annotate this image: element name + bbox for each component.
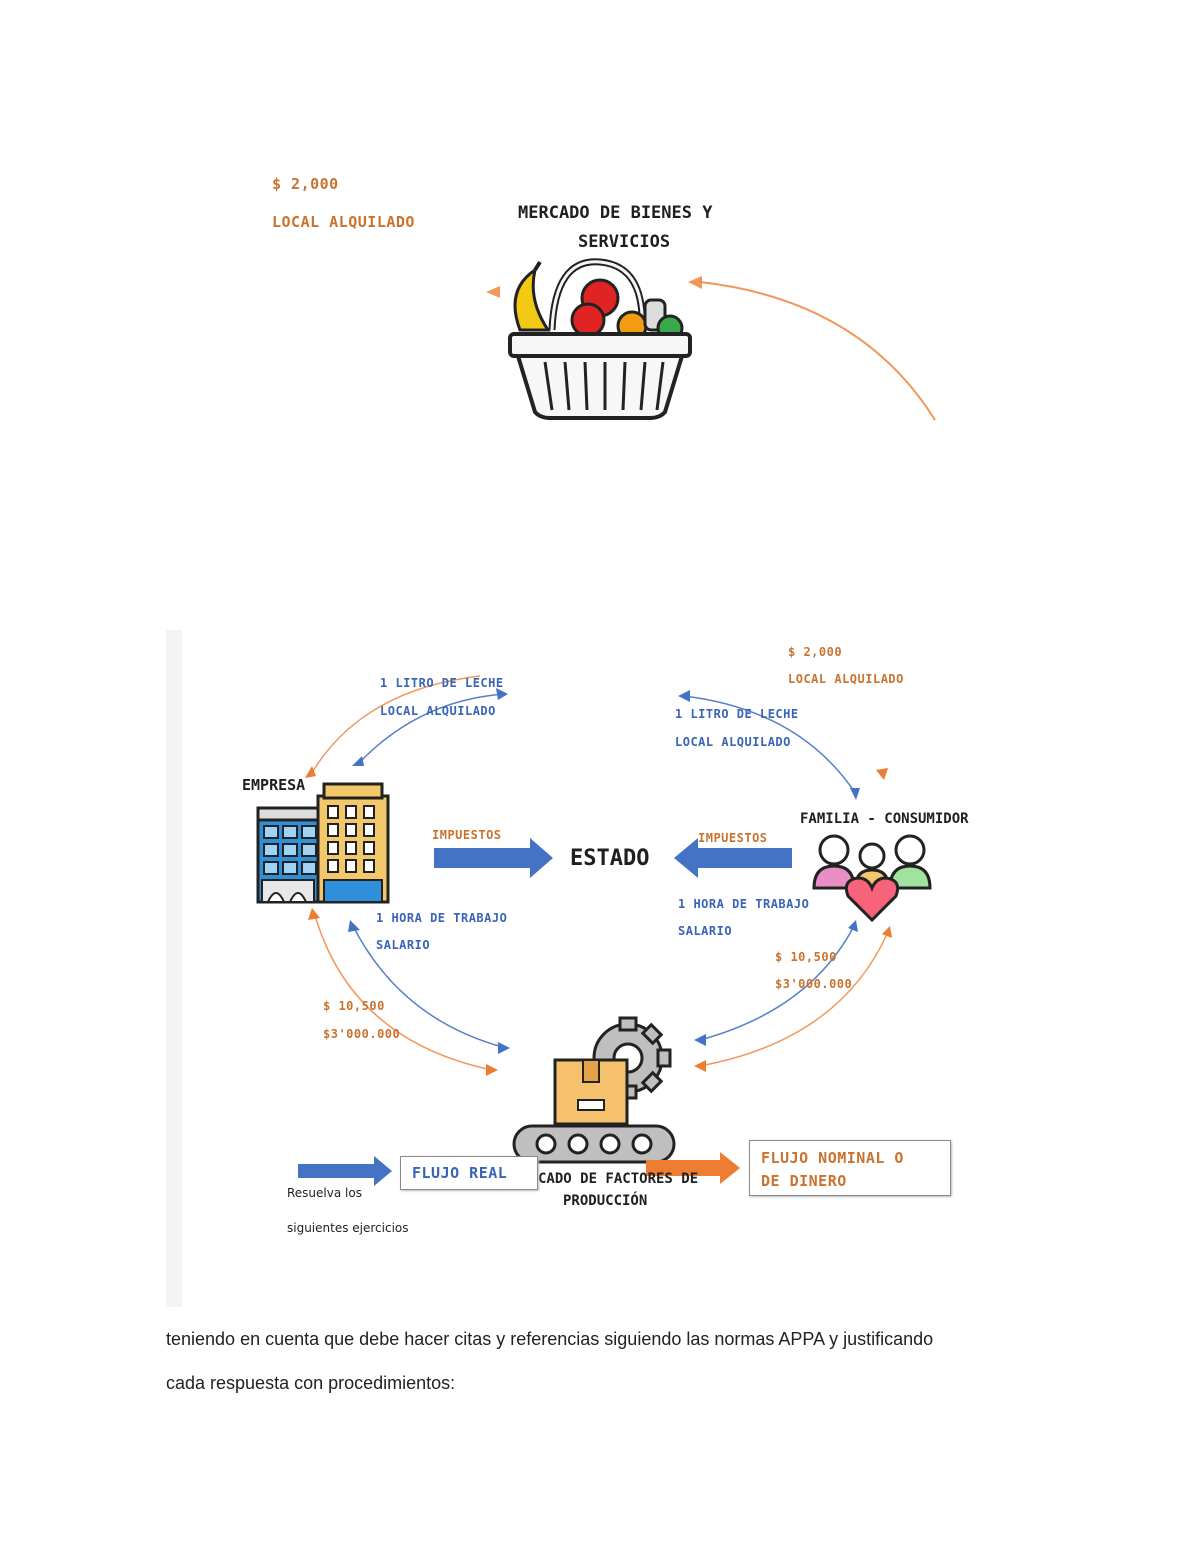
family-icon <box>812 834 932 923</box>
money-left-2: $3'000.000 <box>323 1027 401 1041</box>
tax-right-label: IMPUESTOS <box>698 831 768 845</box>
curve-top-right-blue <box>683 695 857 795</box>
top-right-curve-arrow <box>699 281 936 421</box>
curve-bottom-right-orange <box>699 931 889 1067</box>
arrowhead-orange-icon <box>694 1060 706 1072</box>
salary-left-label: SALARIO <box>376 938 431 952</box>
arrowhead-blue-icon <box>850 788 860 800</box>
top-right-arrowhead-icon <box>688 276 702 289</box>
tax-left-label: IMPUESTOS <box>432 828 502 842</box>
empresa-label: EMPRESA <box>242 776 306 794</box>
curve-bottom-left-blue <box>351 923 507 1049</box>
tax-arrow-right-to-estado <box>674 838 792 878</box>
top-rented-label: LOCAL ALQUILADO <box>272 213 415 231</box>
curve-top-left-orange <box>309 675 481 777</box>
market-title-line2: SERVICIOS <box>578 232 671 252</box>
left-gray-strip <box>166 630 182 1307</box>
curve-top-left-blue <box>359 693 506 763</box>
arrowhead-orange-icon <box>486 1064 498 1076</box>
legend-blue-arrow-icon <box>298 1156 392 1186</box>
money-left-1: $ 10,500 <box>323 999 385 1013</box>
body-text-line1: teniendo en cuenta que debe hacer citas … <box>166 1329 934 1349</box>
resuelva-line1: Resuelva los <box>287 1186 362 1200</box>
legend-nominal-line2: DE DINERO <box>761 1172 847 1190</box>
arrowhead-blue-icon <box>498 1042 510 1054</box>
arrowhead-orange-icon <box>308 908 320 920</box>
arrowhead-orange-icon <box>876 768 888 780</box>
local-right-label: LOCAL ALQUILADO <box>675 735 791 749</box>
legend-nominal-line1: FLUJO NOMINAL O <box>761 1149 904 1167</box>
legend-orange-arrow-icon <box>646 1152 740 1184</box>
price-right-label: $ 2,000 <box>788 645 843 659</box>
money-right-1: $ 10,500 <box>775 950 837 964</box>
milk-left-label: 1 LITRO DE LECHE <box>380 676 504 690</box>
hour-left-label: 1 HORA DE TRABAJO <box>376 911 508 925</box>
body-text-line2: cada respuesta con procedimientos: <box>166 1373 456 1393</box>
hour-right-label: 1 HORA DE TRABAJO <box>678 897 810 911</box>
top-price: $ 2,000 <box>272 175 339 193</box>
arrowhead-blue-icon <box>848 920 858 932</box>
milk-right-label: 1 LITRO DE LECHE <box>675 707 799 721</box>
legend-real-box: FLUJO REAL <box>400 1156 538 1190</box>
factor-market-line1: CADO DE FACTORES DE <box>538 1171 699 1187</box>
curve-bottom-left-orange <box>313 911 493 1071</box>
market-title-line1: MERCADO DE BIENES Y <box>518 203 713 223</box>
arrowhead-orange-icon <box>882 926 892 938</box>
tax-arrow-left-to-estado <box>434 838 553 878</box>
money-right-2: $3'000.000 <box>775 977 853 991</box>
arrowhead-orange-icon <box>305 766 316 778</box>
shopping-basket-icon <box>508 258 692 420</box>
top-left-arrow-icon <box>486 286 500 298</box>
arrowhead-blue-icon <box>694 1034 706 1046</box>
arrowhead-blue-icon <box>678 690 690 702</box>
arrowhead-blue-icon <box>496 688 508 700</box>
factory-conveyor-icon <box>512 1016 676 1164</box>
building-icon <box>256 782 390 904</box>
resuelva-line2: siguientes ejercicios <box>287 1221 409 1235</box>
arrowhead-blue-icon <box>348 920 360 932</box>
estado-label: ESTADO <box>570 846 650 871</box>
arrowhead-blue-icon <box>352 756 364 766</box>
salary-right-label: SALARIO <box>678 924 733 938</box>
local-left-label: LOCAL ALQUILADO <box>380 704 496 718</box>
rented-right-label: LOCAL ALQUILADO <box>788 672 904 686</box>
legend-real-label: FLUJO REAL <box>412 1164 508 1182</box>
legend-nominal-box: FLUJO NOMINAL O DE DINERO <box>749 1140 951 1196</box>
familia-label: FAMILIA - CONSUMIDOR <box>800 811 969 827</box>
curve-bottom-right-blue <box>699 925 855 1041</box>
factor-market-line2: PRODUCCIÓN <box>563 1193 648 1209</box>
